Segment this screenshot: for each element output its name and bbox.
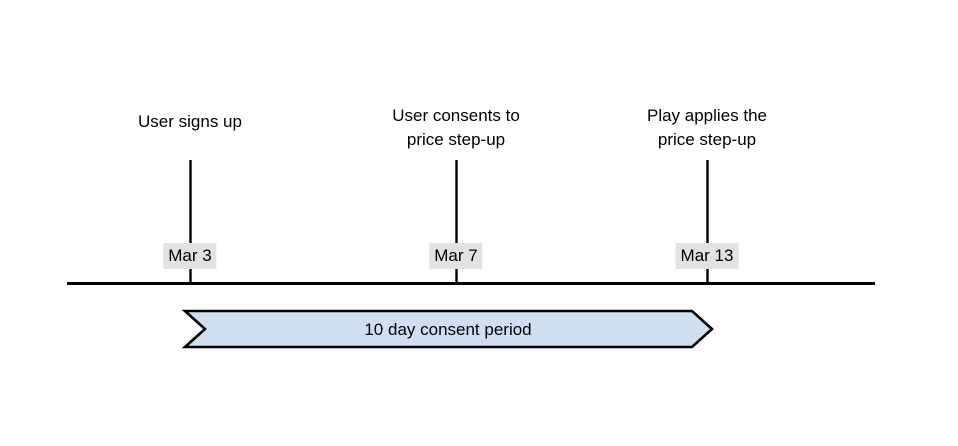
event-label-signup-line-1: User signs up [138,112,242,131]
event-label-apply-line-2: price step-up [657,130,757,149]
consent-period-banner-shape [181,309,714,349]
event-label-consent-line-1: User consents to [392,106,520,125]
date-chip-signup: Mar 3 [163,243,217,269]
consent-period-banner-label: 10 day consent period [364,320,532,339]
event-label-consent: User consents to price step-up [392,104,520,152]
event-label-apply: Play applies the price step-up [647,104,767,152]
date-chip-apply: Mar 13 [675,243,739,269]
event-label-signup: User signs up [138,110,242,134]
date-chip-consent: Mar 7 [429,243,483,269]
event-label-apply-line-1: Play applies the [646,106,768,125]
event-label-consent-line-2: price step-up [406,130,506,149]
